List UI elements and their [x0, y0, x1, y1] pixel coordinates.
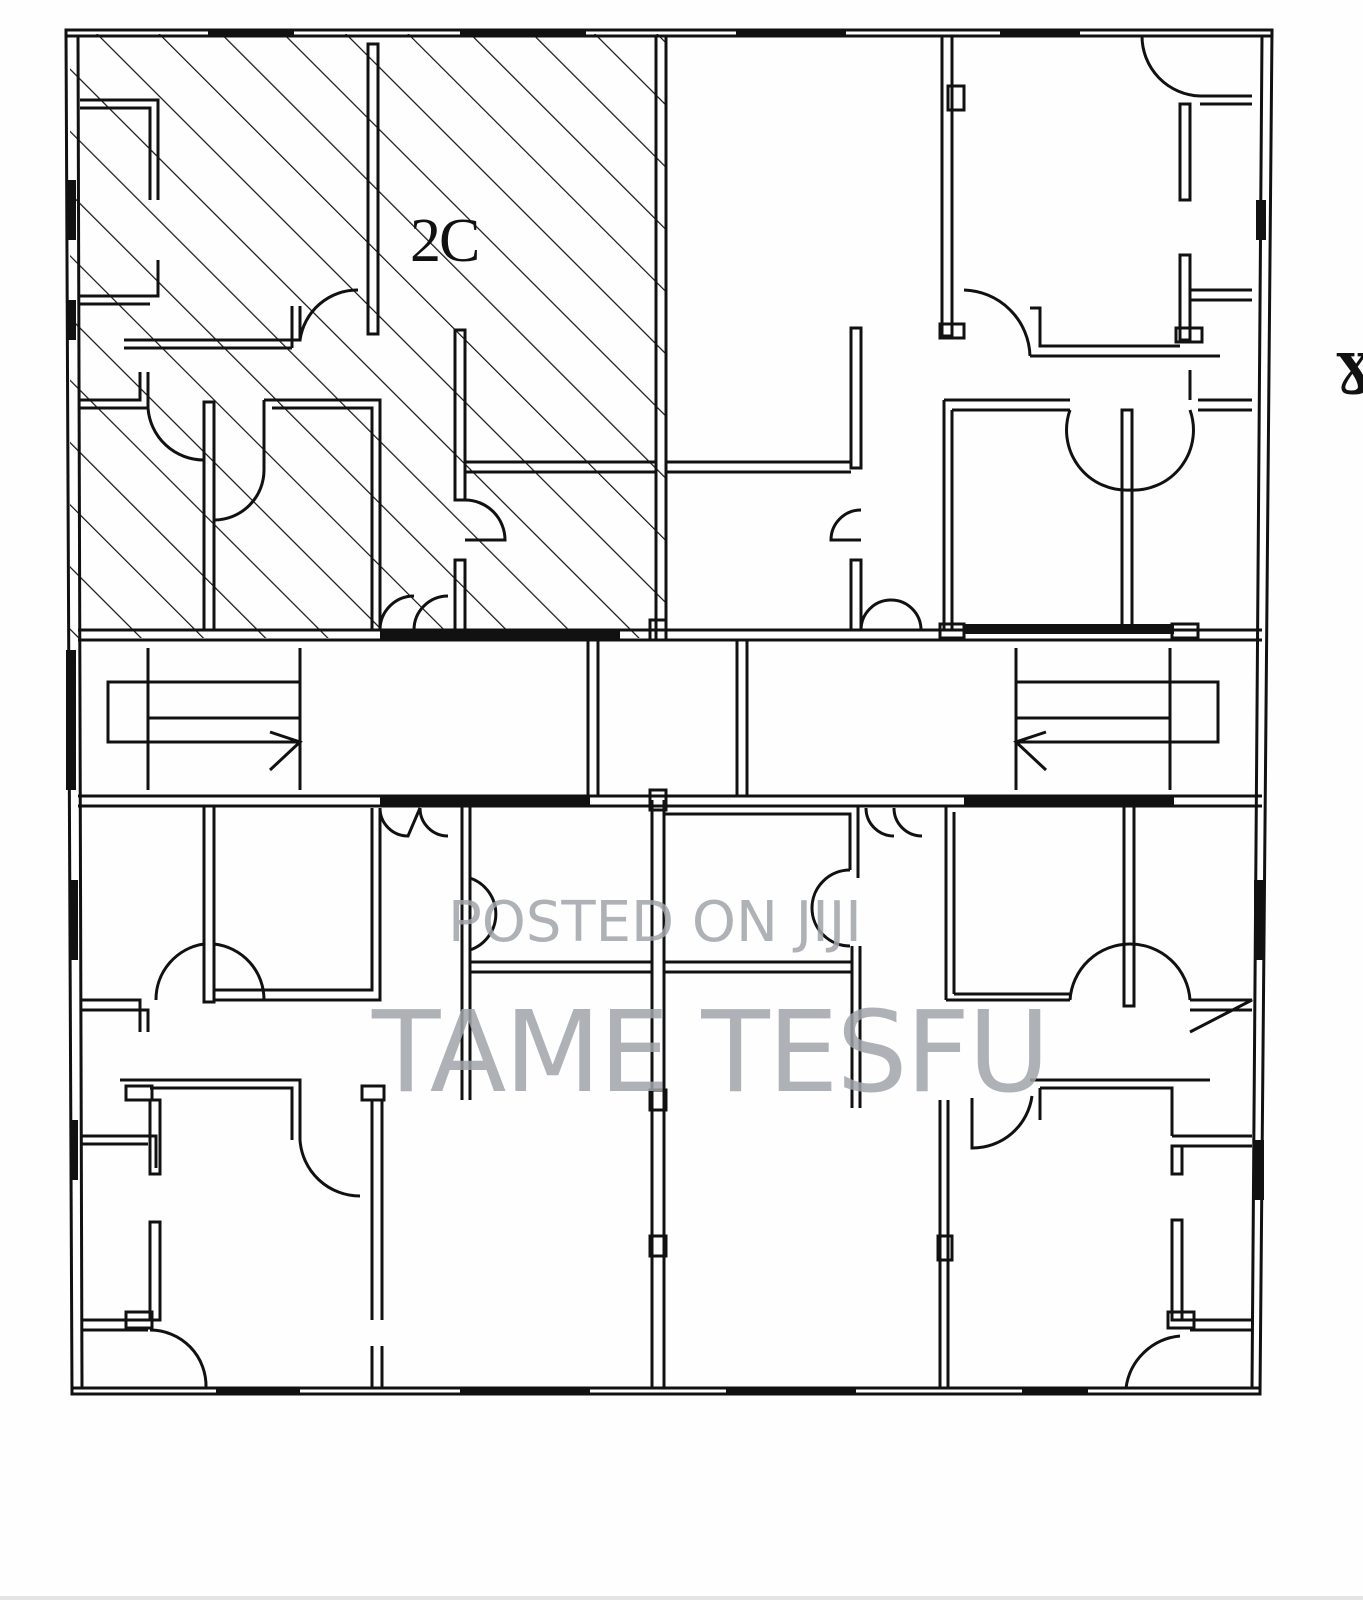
- edge-mark: ɣ: [1336, 330, 1363, 396]
- watermark-posted-on: POSTED ON JIJI: [448, 890, 862, 955]
- unit-label-2c: 2C: [410, 207, 480, 275]
- bottom-divider: [0, 1596, 1363, 1600]
- watermark-author: TAME TESFU: [372, 988, 1050, 1118]
